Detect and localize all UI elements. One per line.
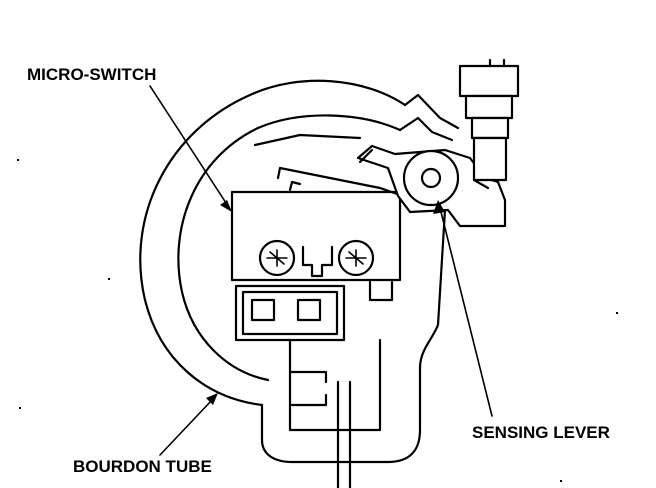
bourdon-tube (139, 79, 460, 407)
micro-switch (230, 166, 402, 302)
sensing-lever-leader (433, 200, 493, 417)
bourdon-tube-label: BOURDON TUBE (73, 457, 212, 476)
micro-switch-label: MICRO-SWITCH (27, 65, 156, 84)
terminal-screw-left (258, 239, 296, 277)
micro-switch-leader (149, 85, 232, 212)
print-specks (17, 159, 618, 482)
connector-block (234, 284, 382, 488)
terminal-screw-right (337, 239, 375, 277)
sensing-lever-label: SENSING LEVER (472, 423, 610, 442)
bourdon-tube-leader (159, 393, 218, 456)
adjusting-screw (458, 58, 520, 190)
housing-plate (253, 133, 447, 464)
sensing-lever-assembly (356, 144, 507, 228)
